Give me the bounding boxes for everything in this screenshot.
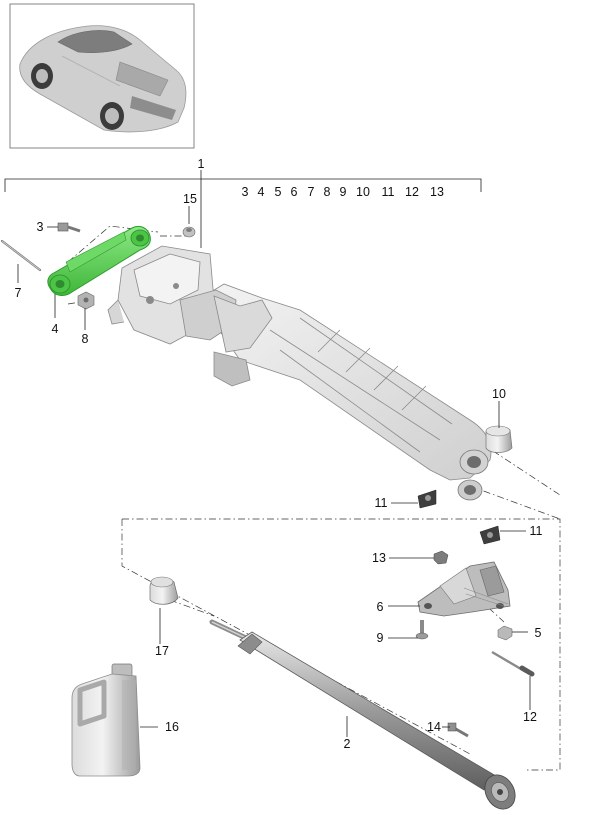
bracket-number-item: 8 xyxy=(324,185,331,199)
car-illustration xyxy=(19,25,187,133)
callout-16: 16 xyxy=(165,720,179,734)
callout-12: 12 xyxy=(523,710,537,724)
bolt-12 xyxy=(491,650,535,677)
callout-15: 15 xyxy=(183,192,197,206)
mounting-bracket-6 xyxy=(417,561,511,617)
bracket-number-item: 12 xyxy=(405,185,419,199)
bracket-number-item: 4 xyxy=(258,185,265,199)
screw-14 xyxy=(447,722,469,738)
bolt-3 xyxy=(57,222,81,233)
nut-8 xyxy=(77,291,95,310)
shim-11-upper xyxy=(417,489,437,509)
bracket-number-item: 10 xyxy=(356,185,370,199)
bracket-number-item: 7 xyxy=(308,185,315,199)
callout-6: 6 xyxy=(377,600,384,614)
callout-9: 9 xyxy=(377,631,384,645)
callout-7: 7 xyxy=(15,286,22,300)
callout-3: 3 xyxy=(37,220,44,234)
callout-14: 14 xyxy=(427,720,441,734)
callout-8: 8 xyxy=(82,332,89,346)
screw-13 xyxy=(433,550,449,565)
bushing-17 xyxy=(149,576,179,605)
bracket-number-item: 3 xyxy=(242,185,249,199)
callout-10: 10 xyxy=(492,387,506,401)
oil-canister-16 xyxy=(71,663,141,777)
callout-2: 2 xyxy=(344,737,351,751)
assembly-bracket xyxy=(4,170,482,248)
bolt-9 xyxy=(415,620,429,640)
bracket-number-item: 13 xyxy=(430,185,444,199)
transaxle-assembly xyxy=(107,245,492,501)
nut-15 xyxy=(182,226,196,238)
drive-shaft-2 xyxy=(209,619,516,810)
nut-5 xyxy=(497,625,513,641)
bracket-number-item: 11 xyxy=(382,185,395,199)
callout-11-upper: 11 xyxy=(375,496,388,510)
transmission-bracket-highlighted xyxy=(47,225,151,296)
leader-lines xyxy=(17,206,531,737)
callout-5: 5 xyxy=(535,626,542,640)
callout-11-lower: 11 xyxy=(530,524,543,538)
mount-bushing-10 xyxy=(485,425,513,453)
stud-bolt xyxy=(0,239,42,272)
vehicle-thumbnail xyxy=(9,3,195,149)
bracket-number-item: 9 xyxy=(340,185,347,199)
bracket-number-item: 5 xyxy=(275,185,282,199)
callout-1: 1 xyxy=(198,157,205,171)
callouts: 1 15 3 7 4 8 10 11 11 13 6 9 5 12 14 2 1… xyxy=(15,157,543,751)
callout-17: 17 xyxy=(155,644,169,658)
callout-13: 13 xyxy=(372,551,386,565)
callout-4: 4 xyxy=(52,322,59,336)
shim-11-lower xyxy=(479,525,501,545)
bracket-number-item: 6 xyxy=(291,185,298,199)
